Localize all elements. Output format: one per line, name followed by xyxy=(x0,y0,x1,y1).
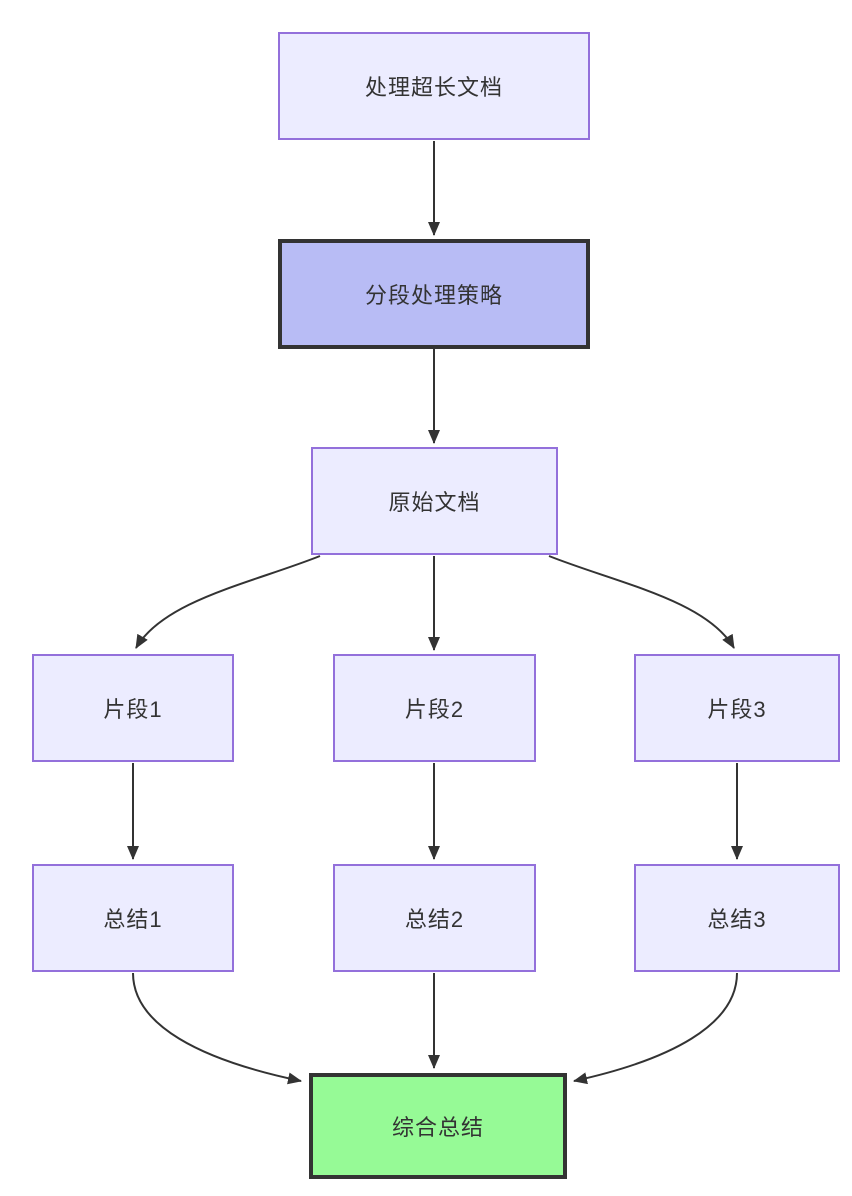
node-summary-2: 总结2 xyxy=(333,864,536,972)
node-label: 综合总结 xyxy=(391,1115,484,1140)
node-fragment-1: 片段1 xyxy=(32,654,234,762)
node-label: 总结2 xyxy=(404,907,465,932)
node-fragment-2: 片段2 xyxy=(333,654,536,762)
node-label: 片段3 xyxy=(707,697,767,722)
node-label: 分段处理策略 xyxy=(364,283,503,308)
node-process-long-document: 处理超长文档 xyxy=(278,32,590,140)
node-final-summary: 综合总结 xyxy=(309,1073,567,1179)
node-label: 原始文档 xyxy=(388,490,481,515)
node-label: 片段1 xyxy=(103,697,163,722)
node-summary-1: 总结1 xyxy=(32,864,234,972)
edge-e3-to-f xyxy=(573,972,738,1085)
edge-c-to-d3 xyxy=(548,555,735,649)
node-label: 总结1 xyxy=(103,907,163,932)
edge-c-to-d1 xyxy=(135,555,321,649)
node-label: 片段2 xyxy=(404,697,465,722)
node-label: 总结3 xyxy=(707,907,767,932)
node-summary-3: 总结3 xyxy=(634,864,840,972)
node-label: 处理超长文档 xyxy=(364,75,503,100)
edge-e1-to-f xyxy=(132,972,302,1085)
node-segment-strategy: 分段处理策略 xyxy=(278,239,590,349)
node-fragment-3: 片段3 xyxy=(634,654,840,762)
node-original-document: 原始文档 xyxy=(311,447,558,555)
